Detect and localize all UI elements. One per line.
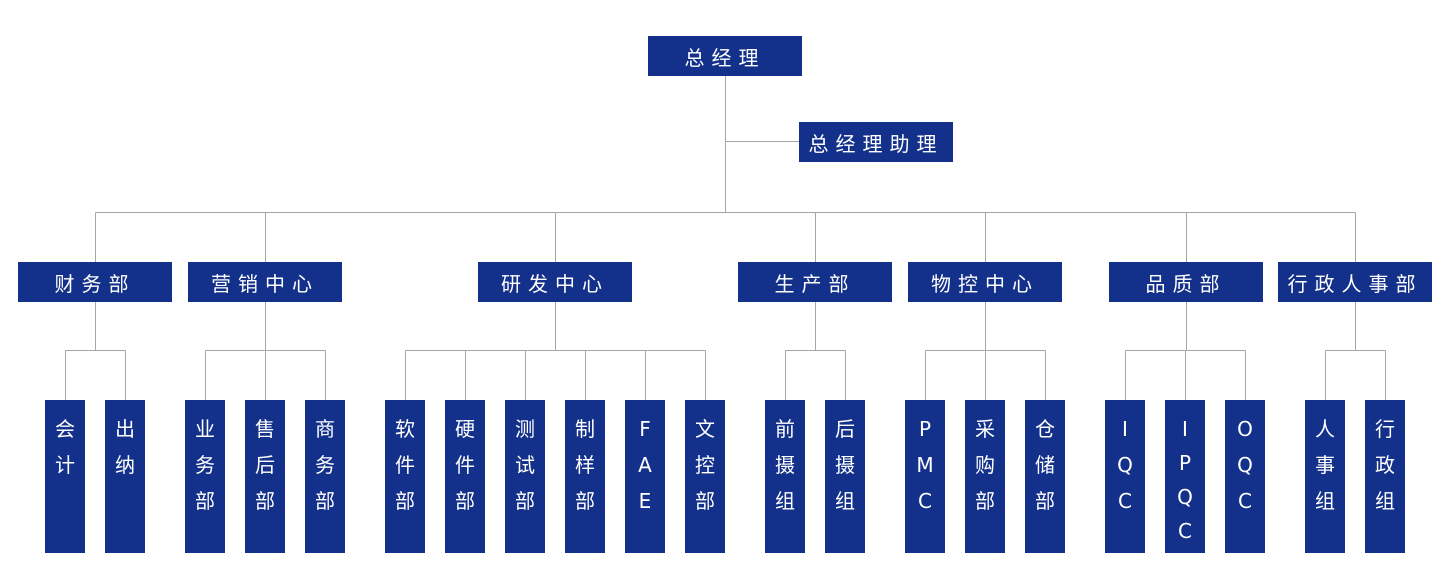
subdepartment-char: 行 <box>1375 417 1395 441</box>
subdepartment-box: 出纳 <box>105 400 145 553</box>
subdepartment-char: 纳 <box>115 453 135 477</box>
subdepartment-box: 测试部 <box>505 400 545 553</box>
subdepartment-box: 制样部 <box>565 400 605 553</box>
subdepartment-box: 文控部 <box>685 400 725 553</box>
subdepartment-box: 硬件部 <box>445 400 485 553</box>
subdepartment-char: 出 <box>115 417 135 441</box>
subdepartment-char: 摄 <box>835 453 855 477</box>
subdepartment-char: 务 <box>315 453 335 477</box>
subdepartment-box: 仓储部 <box>1025 400 1065 553</box>
subdepartment-char: 前 <box>775 417 795 441</box>
department-box: 行政人事部 <box>1278 262 1432 302</box>
subdepartment-char: Q <box>1177 485 1193 509</box>
subdepartment-box: 采购部 <box>965 400 1005 553</box>
subdepartment-char: 部 <box>195 489 215 513</box>
subdepartment-char: 件 <box>455 453 475 477</box>
department-box: 物控中心 <box>908 262 1062 302</box>
subdepartment-char: C <box>1118 489 1132 513</box>
assistant-box: 总经理助理 <box>799 122 953 162</box>
subdepartment-char: 软 <box>395 417 415 441</box>
root-box: 总经理 <box>648 36 802 76</box>
subdepartment-char: 组 <box>835 489 855 513</box>
subdepartment-char: 摄 <box>775 453 795 477</box>
subdepartment-char: 业 <box>195 417 215 441</box>
subdepartment-char: 储 <box>1035 453 1055 477</box>
subdepartment-char: I <box>1182 417 1188 441</box>
subdepartment-char: P <box>918 417 932 441</box>
subdepartment-char: 人 <box>1315 417 1335 441</box>
subdepartment-char: 后 <box>835 417 855 441</box>
subdepartment-char: 制 <box>575 417 595 441</box>
subdepartment-box: 行政组 <box>1365 400 1405 553</box>
subdepartment-char: 文 <box>695 417 715 441</box>
subdepartment-char: 计 <box>55 453 75 477</box>
subdepartment-char: 部 <box>515 489 535 513</box>
department-box: 财务部 <box>18 262 172 302</box>
subdepartment-char: 测 <box>515 417 535 441</box>
subdepartment-char: A <box>638 453 652 477</box>
subdepartment-char: 部 <box>975 489 995 513</box>
subdepartment-char: P <box>1178 451 1192 475</box>
subdepartment-char: 部 <box>575 489 595 513</box>
subdepartment-char: 商 <box>315 417 335 441</box>
subdepartment-char: C <box>1178 519 1192 543</box>
subdepartment-box: 业务部 <box>185 400 225 553</box>
subdepartment-char: 硬 <box>455 417 475 441</box>
subdepartment-char: 控 <box>695 453 715 477</box>
subdepartment-char: O <box>1237 417 1253 441</box>
subdepartment-char: 购 <box>975 453 995 477</box>
subdepartment-char: I <box>1122 417 1128 441</box>
subdepartment-char: 部 <box>395 489 415 513</box>
subdepartment-char: C <box>1238 489 1252 513</box>
department-box: 营销中心 <box>188 262 342 302</box>
subdepartment-box: 会计 <box>45 400 85 553</box>
subdepartment-char: 组 <box>775 489 795 513</box>
subdepartment-char: 样 <box>575 453 595 477</box>
subdepartment-char: 部 <box>315 489 335 513</box>
subdepartment-char: 组 <box>1375 489 1395 513</box>
subdepartment-box: 后摄组 <box>825 400 865 553</box>
subdepartment-char: 后 <box>255 453 275 477</box>
subdepartment-char: 事 <box>1315 453 1335 477</box>
subdepartment-box: 软件部 <box>385 400 425 553</box>
subdepartment-box: 前摄组 <box>765 400 805 553</box>
subdepartment-char: M <box>916 453 934 477</box>
subdepartment-box: 人事组 <box>1305 400 1345 553</box>
subdepartment-char: 会 <box>55 417 75 441</box>
subdepartment-char: 务 <box>195 453 215 477</box>
subdepartment-char: 仓 <box>1035 417 1055 441</box>
subdepartment-char: Q <box>1237 453 1253 477</box>
department-box: 品质部 <box>1109 262 1263 302</box>
subdepartment-char: E <box>638 489 652 513</box>
subdepartment-char: 部 <box>1035 489 1055 513</box>
subdepartment-char: 部 <box>695 489 715 513</box>
subdepartment-box: 商务部 <box>305 400 345 553</box>
subdepartment-char: 部 <box>255 489 275 513</box>
subdepartment-char: 售 <box>255 417 275 441</box>
subdepartment-char: 部 <box>455 489 475 513</box>
subdepartment-char: 件 <box>395 453 415 477</box>
subdepartment-char: 组 <box>1315 489 1335 513</box>
department-box: 研发中心 <box>478 262 632 302</box>
department-box: 生产部 <box>738 262 892 302</box>
subdepartment-char: Q <box>1117 453 1133 477</box>
subdepartment-char: F <box>639 417 651 441</box>
subdepartment-char: 采 <box>975 417 995 441</box>
subdepartment-char: 试 <box>515 453 535 477</box>
subdepartment-char: C <box>918 489 932 513</box>
subdepartment-box: 售后部 <box>245 400 285 553</box>
subdepartment-char: 政 <box>1375 453 1395 477</box>
